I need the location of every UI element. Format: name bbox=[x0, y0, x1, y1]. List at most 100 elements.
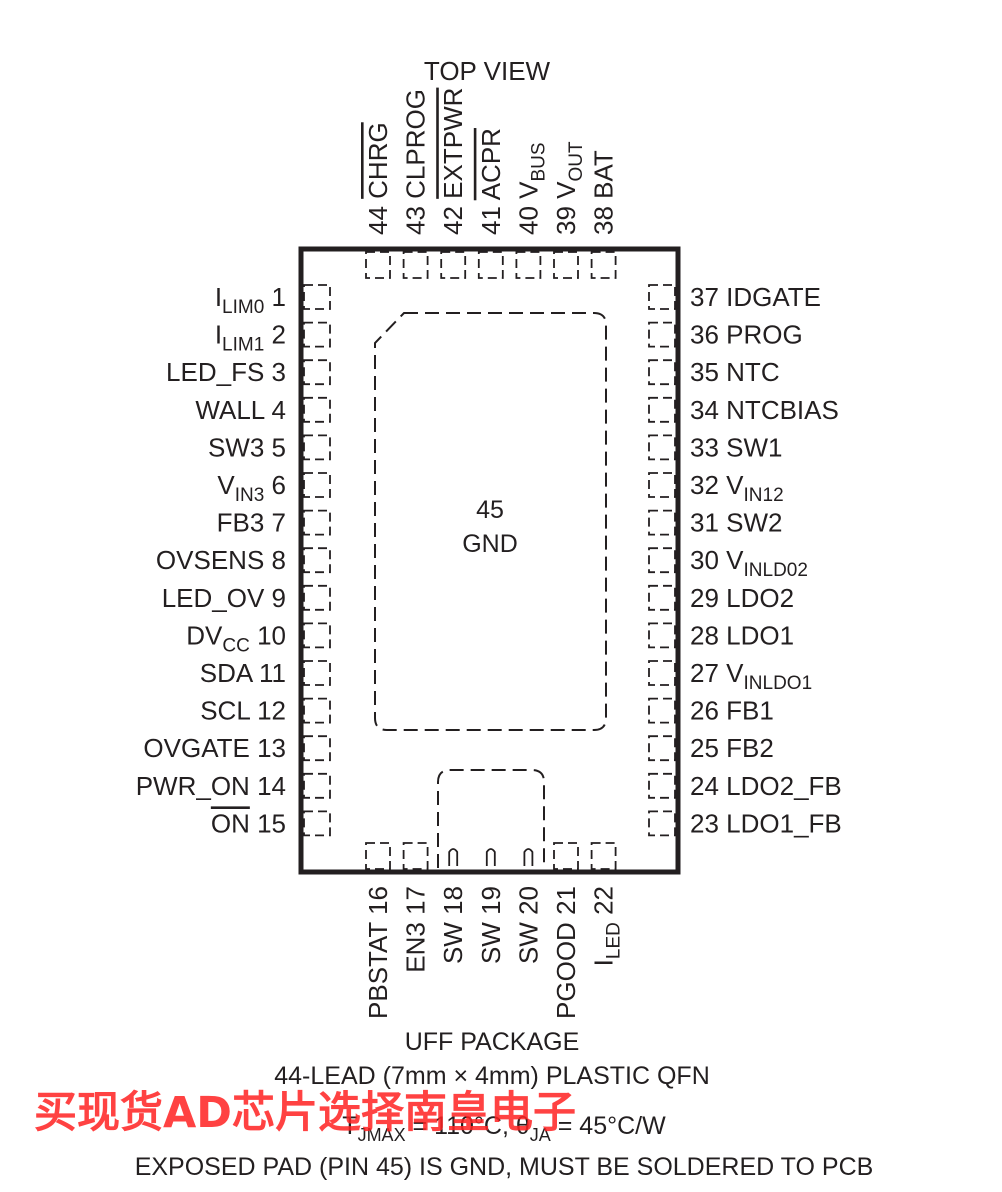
right-pin-pad bbox=[648, 735, 676, 762]
left-pin-label: VIN3​ 6 bbox=[217, 470, 286, 506]
right-pin-label: 37 IDGATE bbox=[690, 282, 821, 312]
bottom-pin-label: ILED​ 22 bbox=[589, 886, 625, 966]
right-pin-label: 29 LDO2 bbox=[690, 583, 794, 613]
bottom-pin-pad bbox=[485, 848, 496, 866]
exposed-pad-outline bbox=[374, 312, 607, 731]
exposed-pad-note: EXPOSED PAD (PIN 45) IS GND, MUST BE SOL… bbox=[135, 1153, 874, 1181]
bottom-pin-label: SW 20 bbox=[513, 886, 543, 964]
right-pin-label: 25 FB2 bbox=[690, 733, 774, 763]
bottom-pin-label: SW 18 bbox=[438, 886, 468, 964]
right-pin-label: 24 LDO2_FB bbox=[690, 771, 842, 801]
bottom-pin-pad bbox=[523, 848, 534, 866]
top-pin-pad bbox=[365, 251, 391, 279]
top-pin-label: 38 BAT bbox=[589, 150, 619, 235]
package-name: UFF PACKAGE bbox=[405, 1028, 580, 1056]
left-pin-label: SDA 11 bbox=[200, 658, 286, 688]
left-pin-label: PWR_ON 14 bbox=[136, 771, 286, 801]
top-pin-pad bbox=[477, 251, 504, 279]
right-pin-pad bbox=[648, 472, 676, 498]
right-pin-label: 36 PROG bbox=[690, 320, 803, 350]
bottom-pin-pad bbox=[553, 842, 579, 870]
right-pin-label: 32 VIN12​ bbox=[690, 470, 784, 506]
right-pin-pad bbox=[648, 509, 676, 536]
watermark-text: 买现货AD芯片选择南皇电子 bbox=[34, 1088, 576, 1138]
left-pin-label: WALL 4 bbox=[195, 395, 286, 425]
left-pin-pad bbox=[303, 434, 331, 461]
right-pin-pad bbox=[648, 810, 676, 837]
package-description: 44-LEAD (7mm × 4mm) PLASTIC QFN bbox=[274, 1062, 710, 1090]
left-pin-label: ILIM0​ 1 bbox=[215, 282, 286, 318]
left-pin-label: OVGATE 13 bbox=[143, 733, 286, 763]
right-pin-pad bbox=[648, 772, 676, 799]
bottom-pin-pad bbox=[590, 842, 617, 870]
left-pin-label: ON 15 bbox=[211, 808, 286, 838]
thermal-spec: TJMAX = 110°C, θJA = 45°C/W bbox=[342, 1112, 666, 1145]
right-pin-label: 33 SW1 bbox=[690, 432, 783, 462]
left-pin-pad bbox=[303, 772, 331, 799]
exposed-pad-number: 45 bbox=[476, 496, 504, 524]
top-pin-pad bbox=[590, 251, 617, 279]
right-pin-group: 37 IDGATE 36 PROG 35 NTC 34 NTCBIAS 33 SW1 32… bbox=[648, 282, 842, 838]
top-pin-label: 39 VOUT​ bbox=[551, 141, 587, 235]
sw-pad-outline bbox=[437, 769, 545, 868]
left-pin-pad bbox=[303, 284, 331, 310]
right-pin-pad bbox=[648, 434, 676, 461]
right-pin-label: 28 LDO1 bbox=[690, 620, 794, 650]
package-outline bbox=[298, 246, 681, 875]
top-pin-label: 41 ACPR bbox=[476, 128, 506, 235]
right-pin-label: 23 LDO1_FB bbox=[690, 808, 842, 838]
top-pin-label: 42 EXTPWR bbox=[438, 88, 468, 235]
left-pin-label: FB3 7 bbox=[217, 508, 286, 538]
bottom-pin-pad bbox=[448, 848, 459, 866]
right-pin-pad bbox=[648, 321, 676, 348]
right-pin-pad bbox=[648, 284, 676, 310]
right-pin-pad bbox=[648, 547, 676, 574]
top-pin-label: 44 CHRG bbox=[363, 122, 393, 235]
left-pin-pad bbox=[303, 622, 331, 649]
left-pin-pad bbox=[303, 735, 331, 762]
bottom-pin-pad bbox=[365, 842, 391, 870]
bottom-pin-label: PGOOD 21 bbox=[551, 886, 581, 1019]
left-pin-label: SCL 12 bbox=[200, 696, 286, 726]
left-pin-label: LED_OV 9 bbox=[162, 583, 286, 613]
right-pin-pad bbox=[648, 584, 676, 611]
top-pin-pad bbox=[402, 251, 429, 279]
bottom-pin-label: SW 19 bbox=[476, 886, 506, 964]
left-pin-pad bbox=[303, 472, 331, 498]
left-pin-pad bbox=[303, 660, 331, 686]
right-pin-label: 26 FB1 bbox=[690, 696, 774, 726]
bottom-pin-label: PBSTAT 16 bbox=[363, 886, 393, 1019]
left-pin-label: ILIM1​ 2 bbox=[215, 320, 286, 356]
left-pin-pad bbox=[303, 584, 331, 611]
left-pin-label: OVSENS 8 bbox=[156, 545, 286, 575]
view-title: TOP VIEW bbox=[424, 56, 551, 86]
left-pin-pad bbox=[303, 810, 331, 837]
left-pin-pad bbox=[303, 509, 331, 536]
right-pin-label: 27 VINLDO1​ bbox=[690, 658, 812, 694]
right-pin-pad bbox=[648, 622, 676, 649]
top-pin-pad bbox=[515, 251, 542, 279]
right-pin-pad bbox=[648, 697, 676, 724]
right-pin-label: 31 SW2 bbox=[690, 508, 783, 538]
top-pin-label: 40 VBUS​ bbox=[513, 142, 549, 235]
left-pin-pad bbox=[303, 321, 331, 348]
left-pin-pad bbox=[303, 396, 331, 423]
exposed-pad-name: GND bbox=[462, 530, 518, 558]
right-pin-pad bbox=[648, 396, 676, 423]
right-pin-pad bbox=[648, 660, 676, 686]
bottom-pin-pad bbox=[402, 842, 429, 870]
bottom-pin-label: EN3 17 bbox=[401, 886, 431, 973]
right-pin-label: 35 NTC bbox=[690, 357, 780, 387]
right-pin-label: 34 NTCBIAS bbox=[690, 395, 839, 425]
left-pin-label: SW3 5 bbox=[208, 432, 286, 462]
top-pin-pad bbox=[440, 251, 467, 279]
top-pin-label: 43 CLPROG bbox=[401, 89, 431, 235]
left-pin-pad bbox=[303, 697, 331, 724]
right-pin-label: 30 VINLD02​ bbox=[690, 545, 808, 581]
left-pin-pad bbox=[303, 359, 331, 386]
left-pin-label: DVCC​ 10 bbox=[186, 620, 286, 656]
